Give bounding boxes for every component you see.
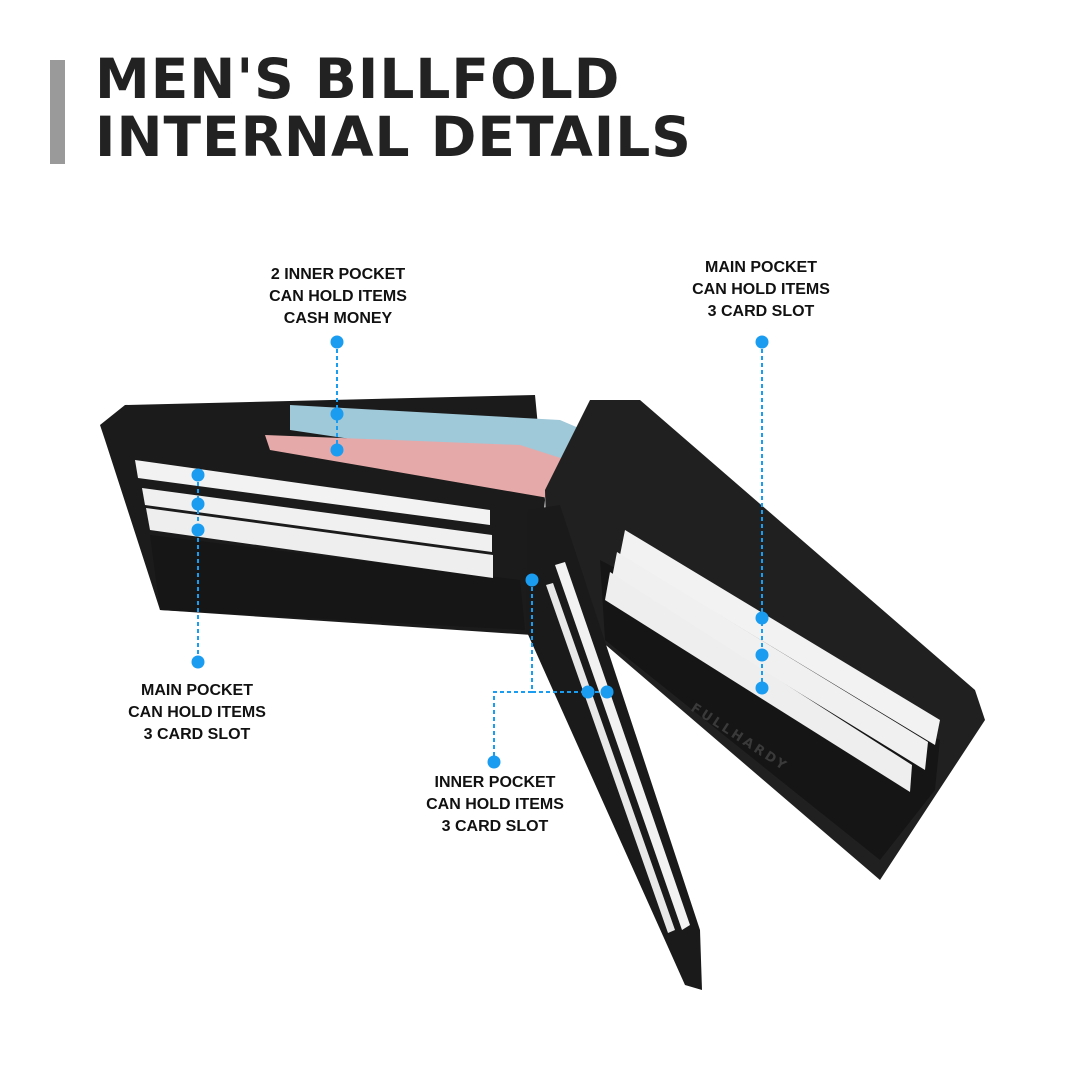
callout-right-main-label: MAIN POCKET CAN HOLD ITEMS 3 CARD SLOT: [641, 257, 881, 323]
callout-line: INNER POCKET: [434, 774, 556, 791]
callout-line: 3 CARD SLOT: [143, 726, 251, 743]
title-line-2: INTERNAL DETAILS: [95, 105, 692, 169]
callout-line: MAIN POCKET: [141, 682, 253, 699]
callout-line: CAN HOLD ITEMS: [128, 704, 266, 721]
callout-inner-cash-label: 2 INNER POCKET CAN HOLD ITEMS CASH MONEY: [218, 264, 458, 330]
wallet-inner-flap: [526, 505, 702, 990]
callout-line: CAN HOLD ITEMS: [269, 288, 407, 305]
callout-line: MAIN POCKET: [705, 259, 817, 276]
callout-inner-flap-label: INNER POCKET CAN HOLD ITEMS 3 CARD SLOT: [375, 772, 615, 838]
right-card-1: [620, 530, 940, 745]
flap-card-1: [555, 562, 690, 930]
right-card-3: [605, 572, 912, 792]
callout-line: CAN HOLD ITEMS: [426, 796, 564, 813]
page-title: MEN'S BILLFOLD INTERNAL DETAILS: [95, 50, 692, 166]
flap-card-2: [546, 583, 675, 933]
callout-dots: [191, 335, 769, 769]
callout-line: 3 CARD SLOT: [441, 818, 549, 835]
left-card-2: [142, 488, 492, 552]
left-card-3: [146, 508, 493, 578]
title-line-1: MEN'S BILLFOLD: [95, 47, 621, 111]
callout-left-main-label: MAIN POCKET CAN HOLD ITEMS 3 CARD SLOT: [77, 680, 317, 746]
right-card-2: [612, 552, 928, 770]
left-pocket-front: [150, 535, 525, 630]
callout-line: 3 CARD SLOT: [707, 303, 815, 320]
callout-line: 2 INNER POCKET: [270, 266, 406, 283]
left-card-1: [135, 460, 490, 525]
callout-line: CASH MONEY: [283, 310, 393, 327]
callout-line: CAN HOLD ITEMS: [692, 281, 830, 298]
title-accent-bar: [50, 60, 65, 164]
